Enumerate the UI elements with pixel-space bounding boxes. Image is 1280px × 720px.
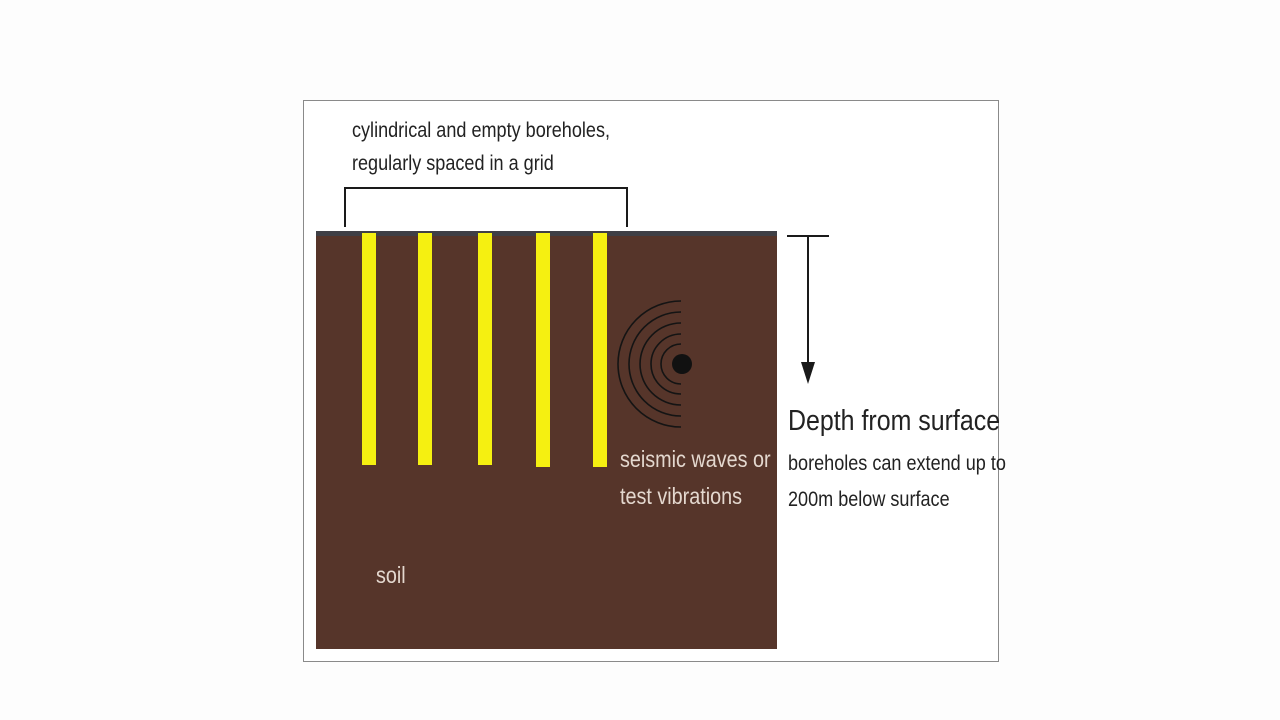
borehole <box>478 233 492 465</box>
depth-title: Depth from surface <box>788 405 1001 437</box>
soil-label: soil <box>376 562 406 588</box>
borehole-group-bracket <box>344 187 628 227</box>
seismic-source-dot <box>672 354 692 374</box>
wavefront-arc <box>628 311 682 417</box>
wavefront-arc <box>660 343 682 385</box>
depth-arrow-head <box>801 362 815 384</box>
boreholes-label-line2: regularly spaced in a grid <box>352 152 554 175</box>
wavefront-arc <box>639 322 682 406</box>
wavefront-arc <box>617 300 682 428</box>
depth-note-line2: 200m below surface <box>788 488 950 511</box>
seismic-label: seismic waves or test vibrations <box>620 441 771 515</box>
boreholes-label: cylindrical and empty boreholes, regular… <box>352 114 610 180</box>
wavefront-arc <box>650 333 682 395</box>
depth-indicator <box>787 235 829 384</box>
seismic-source <box>617 300 692 428</box>
depth-note: boreholes can extend up to 200m below su… <box>788 446 1006 518</box>
boreholes-label-line1: cylindrical and empty boreholes, <box>352 119 610 142</box>
seismic-label-line2: test vibrations <box>620 483 743 509</box>
borehole <box>593 233 607 467</box>
depth-note-line1: boreholes can extend up to <box>788 452 1006 475</box>
borehole <box>418 233 432 465</box>
borehole <box>362 233 376 465</box>
borehole <box>536 233 550 467</box>
seismic-label-line1: seismic waves or <box>620 446 771 472</box>
